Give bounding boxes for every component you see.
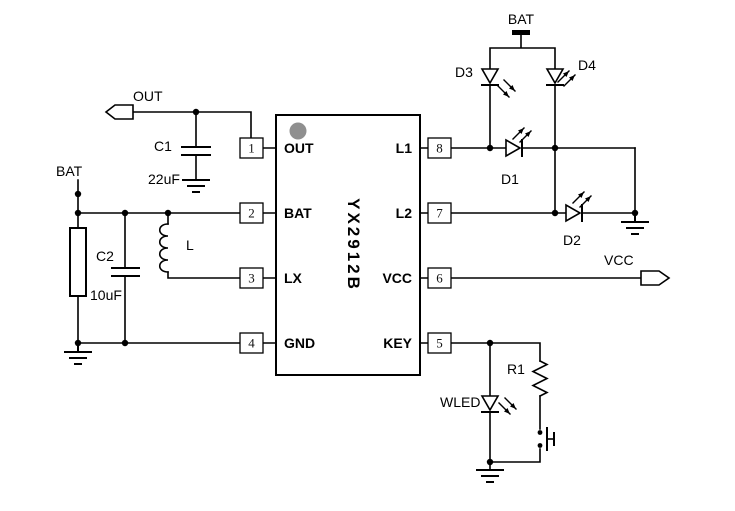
pin-label-gnd: GND <box>284 335 315 351</box>
pin-number-4: 4 <box>248 336 255 351</box>
c2-plates <box>111 267 140 277</box>
junction-dots <box>74 108 639 466</box>
led-emission-arrows <box>557 70 576 87</box>
net-flag-out <box>104 104 134 120</box>
ic-right-pin-stubs <box>419 147 429 344</box>
pin-label-bat: BAT <box>284 205 312 221</box>
ic-body <box>275 114 421 376</box>
net-label-bat-left: BAT <box>56 163 83 179</box>
pin-number-1: 1 <box>248 141 255 156</box>
led-d4-symbol <box>545 68 576 87</box>
led-d2-symbol <box>565 191 592 223</box>
ground-symbol-left <box>64 342 92 365</box>
c1-value-label: 22uF <box>148 171 180 187</box>
led-emission-arrows <box>498 397 517 415</box>
junction-dot <box>486 144 494 152</box>
battery-symbol <box>69 227 87 297</box>
wire-out-net <box>132 111 252 181</box>
pin-box-5 <box>427 332 452 354</box>
bat-terminal-icon <box>512 30 530 35</box>
inductor-l-symbol <box>158 223 169 273</box>
d1-ref-label: D1 <box>501 171 519 187</box>
net-label-bat-top: BAT <box>508 11 535 27</box>
junction-dot <box>486 458 494 466</box>
pin-box-8 <box>427 137 452 159</box>
pin-label-key: KEY <box>383 335 412 351</box>
junction-dot <box>74 339 82 347</box>
junction-dot <box>121 339 129 347</box>
ground-symbol-right <box>621 214 649 235</box>
wire-bat-top-net <box>489 34 556 70</box>
pin-label-lx: LX <box>284 270 303 286</box>
capacitor-c1-symbol <box>181 146 211 156</box>
junction-dot <box>192 108 200 116</box>
pin-number-2: 2 <box>248 206 255 221</box>
junction-dot <box>551 209 559 217</box>
led-d1-symbol <box>505 127 532 158</box>
pushbutton-symbol <box>537 427 555 451</box>
c1-plates <box>181 146 211 156</box>
led-d3-symbol <box>480 68 516 98</box>
net-flag-vcc <box>640 270 671 286</box>
resistor-r1-symbol <box>531 359 549 398</box>
pin-label-l1: L1 <box>396 140 413 156</box>
pin-box-6 <box>427 267 452 289</box>
wire-lx-branch <box>167 212 241 279</box>
pin-label-l2: L2 <box>396 205 413 221</box>
led-emission-arrows <box>572 191 592 208</box>
junction-dot <box>121 209 129 217</box>
ic-pin1-marker <box>289 122 307 140</box>
pin-label-vcc: VCC <box>382 270 412 286</box>
pin-box-7 <box>427 202 452 224</box>
pin-number-3: 3 <box>248 271 255 286</box>
capacitor-c2-symbol <box>111 267 140 277</box>
ic-left-pin-stubs <box>262 147 277 344</box>
wire-key-net <box>450 342 541 397</box>
schematic: YX2912B 1 2 3 4 OUT BAT LX GND 8 7 6 5 L… <box>56 11 671 483</box>
junction-dot <box>486 339 494 347</box>
wled-ref-label: WLED <box>440 394 480 410</box>
ground-symbol-c1 <box>182 179 210 193</box>
junction-dot <box>164 209 172 217</box>
wire-right-rail <box>554 147 636 216</box>
junction-dot <box>74 190 82 198</box>
c1-ref-label: C1 <box>154 138 172 154</box>
r1-ref-label: R1 <box>507 361 525 377</box>
pin-number-5: 5 <box>436 336 443 351</box>
c2-value-label: 10uF <box>90 287 122 303</box>
c2-ref-label: C2 <box>96 248 114 264</box>
d4-ref-label: D4 <box>578 57 596 73</box>
ground-symbol-bottom <box>476 469 504 483</box>
junction-dot <box>631 209 639 217</box>
junction-dot <box>551 144 559 152</box>
d3-ref-label: D3 <box>455 64 473 80</box>
pin-box-2 <box>239 202 264 224</box>
led-wled-symbol <box>480 395 517 415</box>
d2-ref-label: D2 <box>563 232 581 248</box>
pin-box-1 <box>239 137 264 159</box>
pin-box-4 <box>239 332 264 354</box>
wire-bat-left-net <box>77 179 241 344</box>
junction-dot <box>74 209 82 217</box>
pin-box-3 <box>239 267 264 289</box>
l-ref-label: L <box>186 237 194 253</box>
pin-number-7: 7 <box>436 206 443 221</box>
wire-l1-net <box>450 84 636 149</box>
led-emission-arrows <box>512 127 532 143</box>
led-emission-arrows <box>497 79 516 98</box>
net-label-out: OUT <box>133 88 163 104</box>
pin-number-8: 8 <box>436 141 443 156</box>
ic-yx2912b: YX2912B 1 2 3 4 OUT BAT LX GND 8 7 6 5 L… <box>239 114 452 376</box>
pin-label-out: OUT <box>284 140 314 156</box>
ic-name: YX2912B <box>344 198 363 292</box>
pin-number-6: 6 <box>436 271 443 286</box>
net-label-vcc: VCC <box>604 252 634 268</box>
